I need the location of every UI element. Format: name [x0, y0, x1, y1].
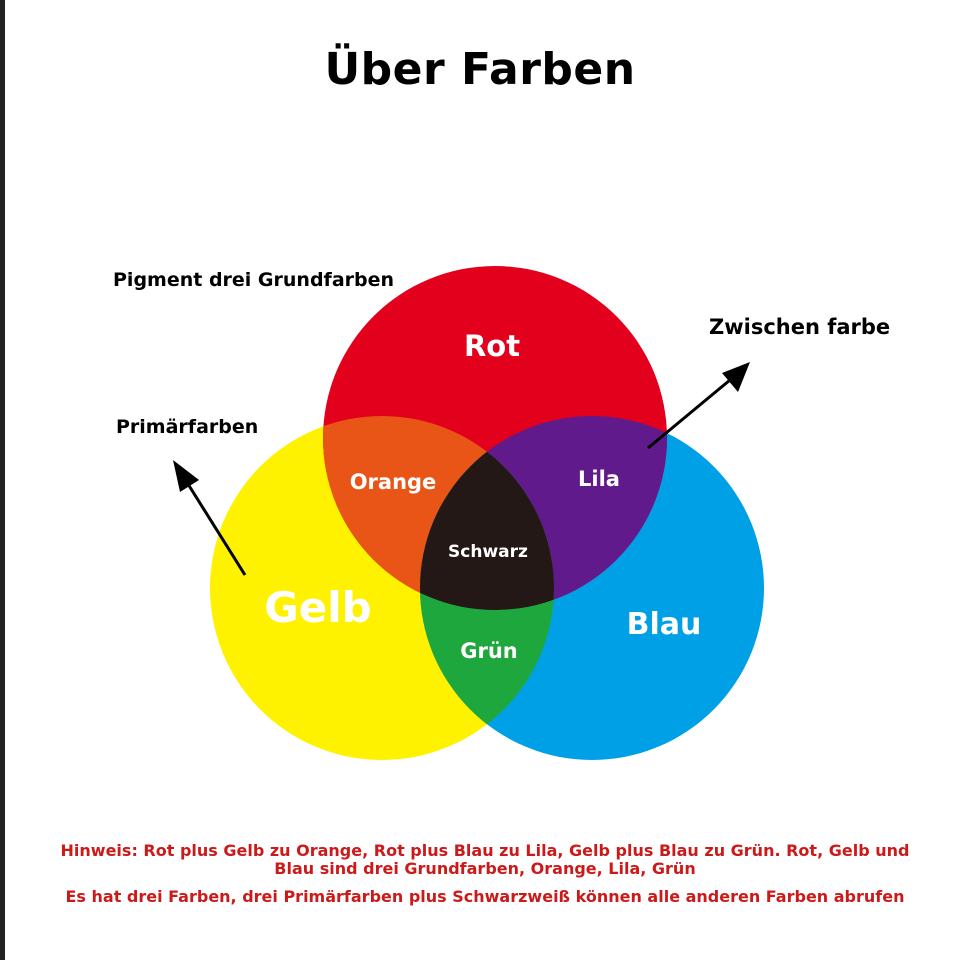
black-label: Schwarz [448, 542, 528, 562]
left-edge-bar [0, 0, 5, 960]
green-label: Grün [460, 639, 518, 663]
purple-label: Lila [578, 467, 620, 491]
pigment-label: Pigment drei Grundfarben [113, 269, 395, 291]
orange-label: Orange [350, 470, 437, 494]
note-line-1: Hinweis: Rot plus Gelb zu Orange, Rot pl… [60, 841, 910, 878]
yellow-label: Gelb [264, 583, 371, 632]
secondary-label: Zwischen farbe [709, 315, 891, 339]
note-line-2: Es hat drei Farben, drei Primärfarben pl… [65, 887, 905, 906]
black-overlap [420, 416, 554, 610]
arrow-secondary [647, 362, 750, 450]
primary-label: Primärfarben [116, 416, 259, 438]
blue-label: Blau [627, 607, 702, 642]
page-title: Über Farben [324, 44, 636, 95]
arrow-primary [173, 460, 247, 576]
red-label: Rot [464, 329, 520, 363]
